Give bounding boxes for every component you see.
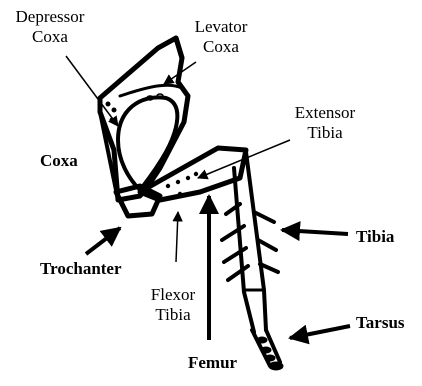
- label-depressor-coxa: Depressor Coxa: [4, 8, 96, 45]
- levator-coxa-line-1: Levator: [186, 18, 256, 35]
- extensor-tibia-arrow: [198, 140, 290, 178]
- extensor-tibia-line-2: Tibia: [282, 124, 368, 141]
- label-flexor-tibia: Flexor Tibia: [138, 286, 208, 323]
- tibia-spines: [222, 204, 278, 280]
- label-extensor-tibia: Extensor Tibia: [282, 104, 368, 141]
- extensor-tibia-line-1: Extensor: [282, 104, 368, 121]
- depressor-coxa-line-1: Depressor: [4, 8, 96, 25]
- tarsus-arrow: [290, 326, 350, 338]
- flexor-tibia-line-1: Flexor: [138, 286, 208, 303]
- label-tibia: Tibia: [356, 228, 394, 245]
- label-tarsus: Tarsus: [356, 314, 405, 331]
- levator-coxa-line-2: Coxa: [186, 38, 256, 55]
- label-coxa: Coxa: [40, 152, 78, 169]
- tibia-arrow: [282, 230, 348, 234]
- label-trochanter: Trochanter: [40, 260, 122, 277]
- flexor-tibia-line-2: Tibia: [138, 306, 208, 323]
- flexor-tibia-arrow: [176, 212, 178, 262]
- tarsus-segment: [252, 330, 283, 370]
- pointer-arrows: [66, 56, 350, 340]
- label-levator-coxa: Levator Coxa: [186, 18, 256, 55]
- label-femur: Femur: [188, 354, 237, 371]
- depressor-coxa-line-2: Coxa: [4, 28, 96, 45]
- trochanter-arrow: [86, 228, 120, 254]
